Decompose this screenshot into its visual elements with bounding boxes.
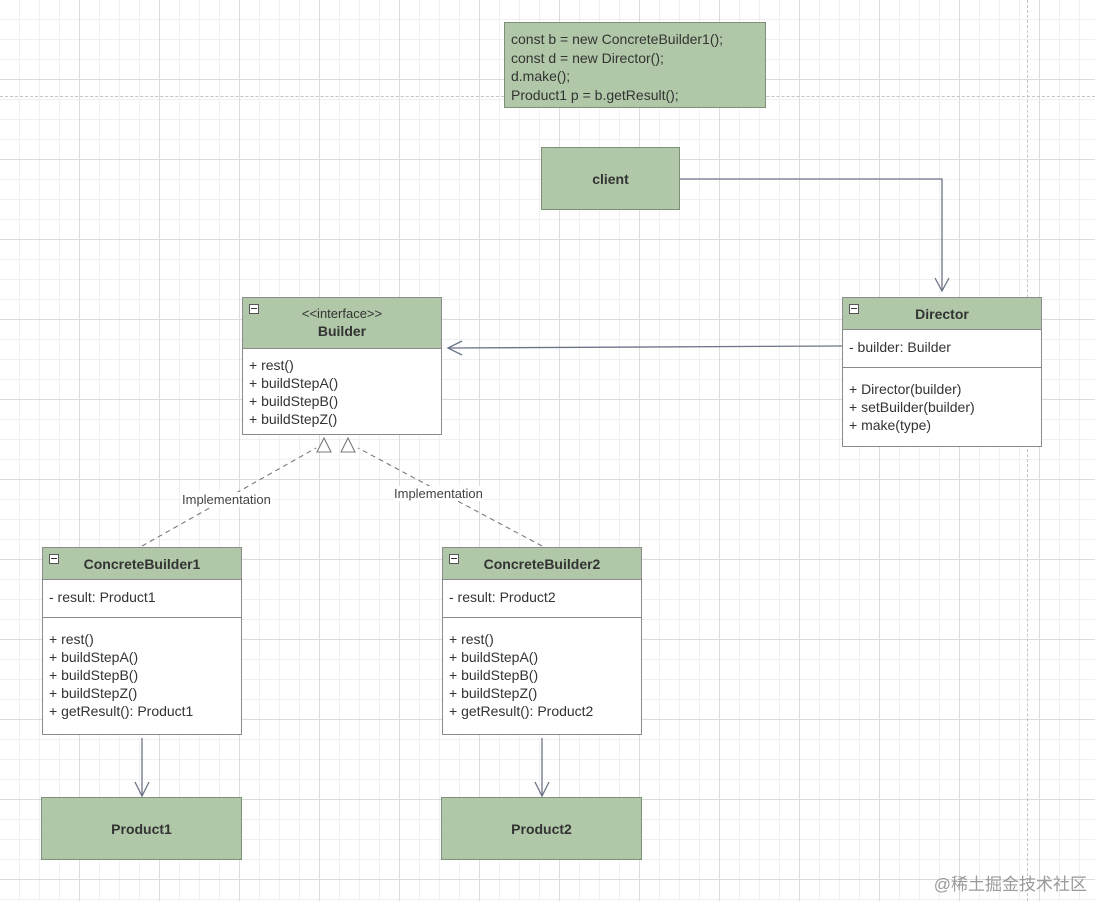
- director-method: + make(type): [849, 417, 932, 433]
- concrete2-to-product2-arrowhead: [534, 781, 550, 798]
- builder-method: + rest(): [249, 357, 294, 373]
- concrete1-to-product1-arrowhead: [134, 781, 150, 798]
- collapse-icon[interactable]: [49, 554, 59, 564]
- impl1-hollow-triangle: [316, 436, 332, 453]
- builder-method: + buildStepA(): [249, 375, 339, 391]
- impl1-edge-label: Implementation: [181, 492, 272, 507]
- product1-node[interactable]: Product1: [41, 797, 242, 860]
- concrete1-method: + rest(): [49, 631, 94, 647]
- builder-name: Builder: [317, 323, 367, 339]
- concrete1-method: + getResult(): Product1: [49, 703, 194, 719]
- client-node[interactable]: client: [541, 147, 680, 210]
- product2-label: Product2: [511, 820, 572, 837]
- concrete2-method: + buildStepZ(): [449, 685, 538, 701]
- impl2-hollow-triangle: [340, 436, 356, 453]
- note-line-2: const d = new Director();: [511, 49, 664, 66]
- product2-node[interactable]: Product2: [441, 797, 642, 860]
- product1-label: Product1: [111, 820, 172, 837]
- builder-method: + buildStepB(): [249, 393, 339, 409]
- concrete-builder2-class[interactable]: ConcreteBuilder2 - result: Product2 + re…: [442, 547, 642, 735]
- director-method: + Director(builder): [849, 381, 962, 397]
- concrete2-header: ConcreteBuilder2: [443, 548, 641, 580]
- builder-method: + buildStepZ(): [249, 411, 338, 427]
- director-to-builder-arrowhead: [446, 340, 463, 356]
- director-to-builder-edge: [447, 345, 843, 349]
- director-header: Director: [843, 298, 1041, 330]
- concrete2-field: - result: Product2: [449, 589, 556, 605]
- watermark: @稀土掘金技术社区: [933, 875, 1087, 894]
- concrete1-method: + buildStepA(): [49, 649, 139, 665]
- concrete2-method: + getResult(): Product2: [449, 703, 594, 719]
- concrete-builder1-class[interactable]: ConcreteBuilder1 - result: Product1 + re…: [42, 547, 242, 735]
- director-method: + setBuilder(builder): [849, 399, 975, 415]
- director-methods: + Director(builder) + setBuilder(builder…: [843, 367, 1041, 434]
- concrete2-name: ConcreteBuilder2: [483, 555, 601, 572]
- concrete1-method: + buildStepZ(): [49, 685, 138, 701]
- concrete2-method: + rest(): [449, 631, 494, 647]
- director-fields: - builder: Builder: [843, 330, 1041, 367]
- director-class[interactable]: Director - builder: Builder + Director(b…: [842, 297, 1042, 447]
- page-break-vertical: [1027, 0, 1028, 901]
- code-note[interactable]: const b = new ConcreteBuilder1(); const …: [504, 22, 766, 108]
- concrete2-implements-builder-edge: [357, 447, 543, 547]
- builder-interface-class[interactable]: <<interface>> Builder + rest() + buildSt…: [242, 297, 442, 435]
- note-line-1: const b = new ConcreteBuilder1();: [511, 31, 724, 47]
- concrete1-methods: + rest() + buildStepA() + buildStepB() +…: [43, 617, 241, 720]
- concrete2-methods: + rest() + buildStepA() + buildStepB() +…: [443, 617, 641, 720]
- builder-header: <<interface>> Builder: [243, 298, 441, 349]
- collapse-icon[interactable]: [449, 554, 459, 564]
- collapse-icon[interactable]: [849, 304, 859, 314]
- impl2-edge-label: Implementation: [393, 486, 484, 501]
- note-line-3: d.make();: [511, 68, 571, 84]
- concrete2-method: + buildStepA(): [449, 649, 539, 665]
- concrete1-method: + buildStepB(): [49, 667, 139, 683]
- concrete1-field: - result: Product1: [49, 589, 156, 605]
- director-name: Director: [915, 305, 969, 322]
- builder-stereotype: <<interface>>: [301, 306, 383, 321]
- concrete1-name: ConcreteBuilder1: [83, 555, 201, 572]
- client-to-director-edge: [680, 178, 943, 291]
- client-to-director-arrowhead: [934, 277, 950, 293]
- builder-methods: + rest() + buildStepA() + buildStepB() +…: [243, 349, 441, 428]
- director-field: - builder: Builder: [849, 339, 951, 355]
- concrete1-header: ConcreteBuilder1: [43, 548, 241, 580]
- concrete2-method: + buildStepB(): [449, 667, 539, 683]
- note-line-4: Product1 p = b.getResult();: [511, 86, 679, 103]
- client-label: client: [592, 170, 629, 187]
- concrete2-fields: - result: Product2: [443, 580, 641, 617]
- concrete1-fields: - result: Product1: [43, 580, 241, 617]
- collapse-icon[interactable]: [249, 304, 259, 314]
